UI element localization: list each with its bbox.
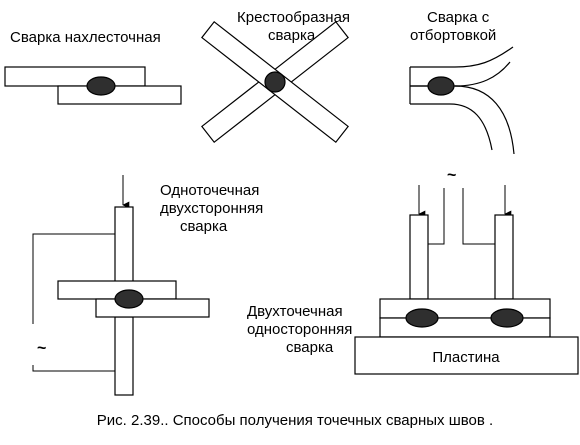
upper-electrode — [114, 206, 134, 283]
flange-weld-title-line1: Сварка с — [427, 9, 490, 26]
flange-top-inner-curve — [410, 61, 511, 87]
flange-weld-title-line2: отбортовкой — [410, 27, 496, 44]
upper-strip — [4, 66, 146, 87]
ac-source-symbol: ~ — [447, 167, 456, 184]
weld-nugget — [427, 76, 455, 96]
cross-weld-title-line2: сварка — [268, 27, 316, 44]
flange-top-curve — [410, 46, 514, 68]
plate-label: Пластина — [432, 349, 500, 366]
flange-bottom-curve — [410, 103, 493, 151]
lower-strip — [57, 85, 182, 105]
single-point-weld-figure: Одноточечная двухсторонняя сварка ~ — [32, 175, 263, 396]
lower-sheet — [95, 298, 210, 318]
weld-nugget — [264, 71, 286, 93]
weld-nugget — [86, 76, 116, 96]
flange-bottom-outer-curve — [454, 85, 515, 155]
single-weld-title-line1: Одноточечная — [160, 182, 259, 199]
weld-nugget — [490, 308, 524, 328]
single-weld-title-line3: сварка — [180, 218, 228, 235]
lap-weld-figure: Сварка нахлесточная — [4, 29, 182, 105]
power-circuit-bottom — [32, 365, 115, 372]
flange-weld-figure: Сварка с отбортовкой — [409, 9, 515, 155]
double-point-weld-figure: Двухточечная односторонняя сварка ~ Плас… — [247, 167, 579, 375]
lap-weld-title: Сварка нахлесточная — [10, 29, 161, 46]
double-weld-title-line3: сварка — [286, 339, 334, 356]
base-plate — [354, 336, 579, 375]
right-electrode — [494, 214, 514, 300]
cross-weld-title-line1: Крестообразная — [237, 9, 350, 26]
lower-sheet — [379, 317, 551, 338]
weld-nugget — [114, 289, 144, 309]
power-circuit-right — [462, 188, 505, 245]
figure-caption: Рис. 2.39.. Способы получения точечных с… — [97, 412, 493, 429]
double-weld-title-line2: односторонняя — [247, 321, 352, 338]
weld-nugget — [405, 308, 439, 328]
cross-weld-figure: Крестообразная сварка — [201, 9, 350, 144]
power-circuit-top — [32, 233, 115, 324]
upper-sheet — [379, 298, 551, 319]
double-weld-title-line1: Двухточечная — [247, 303, 343, 320]
lower-electrode — [114, 316, 134, 396]
single-weld-title-line2: двухсторонняя — [160, 200, 263, 217]
ac-source-symbol: ~ — [37, 340, 46, 357]
left-electrode — [409, 214, 429, 300]
